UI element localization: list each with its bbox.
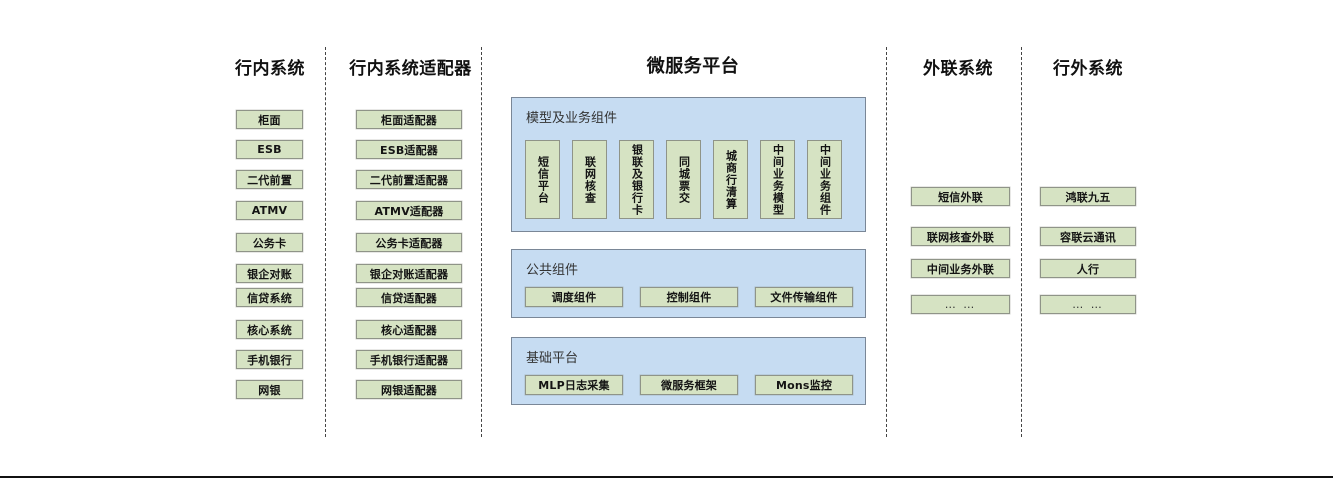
list-item[interactable]: 二代前置 <box>236 170 303 189</box>
list-item[interactable]: … … <box>911 295 1010 314</box>
list-item[interactable]: 短信平台 <box>525 140 560 219</box>
list-item[interactable]: 核心系统 <box>236 320 303 339</box>
panel-base-platform: 基础平台 MLP日志采集 微服务框架 Mons监控 <box>511 337 866 405</box>
list-item-label: 短信平台 <box>536 155 550 204</box>
list-item[interactable]: 公务卡适配器 <box>356 233 462 252</box>
list-item[interactable]: 微服务框架 <box>640 375 738 395</box>
list-item[interactable]: 柜面适配器 <box>356 110 462 129</box>
list-item[interactable]: 调度组件 <box>525 287 623 307</box>
panel-title: 模型及业务组件 <box>526 111 618 126</box>
list-item-label: 联网核查 <box>583 155 597 204</box>
list-item-label: 同城票交 <box>677 155 691 204</box>
list-item-label: 城商行清算 <box>724 149 738 210</box>
list-item[interactable]: 柜面 <box>236 110 303 129</box>
column-title-internal-systems: 行内系统 <box>235 59 305 79</box>
list-item[interactable]: 联网核查外联 <box>911 227 1010 246</box>
list-item[interactable]: 同城票交 <box>666 140 701 219</box>
page-bottom-divider <box>0 476 1333 478</box>
list-item[interactable]: 容联云通讯 <box>1040 227 1136 246</box>
list-item[interactable]: 中间业务模型 <box>760 140 795 219</box>
list-item[interactable]: 信贷适配器 <box>356 288 462 307</box>
column-title-internal-system-adapters: 行内系统适配器 <box>349 59 472 79</box>
list-item-label: 银联及银行卡 <box>630 143 644 216</box>
panel-public-components: 公共组件 调度组件 控制组件 文件传输组件 <box>511 249 866 318</box>
column-title-microservice-platform: 微服务平台 <box>646 56 740 77</box>
list-item[interactable]: 控制组件 <box>640 287 738 307</box>
list-item[interactable]: 手机银行 <box>236 350 303 369</box>
list-item[interactable]: Mons监控 <box>755 375 853 395</box>
list-item[interactable]: 网银 <box>236 380 303 399</box>
list-item[interactable]: 中间业务组件 <box>807 140 842 219</box>
list-item[interactable]: 文件传输组件 <box>755 287 853 307</box>
list-item[interactable]: ESB适配器 <box>356 140 462 159</box>
list-item[interactable]: 鸿联九五 <box>1040 187 1136 206</box>
list-item[interactable]: MLP日志采集 <box>525 375 623 395</box>
list-item[interactable]: 短信外联 <box>911 187 1010 206</box>
list-item[interactable]: 联网核查 <box>572 140 607 219</box>
list-item[interactable]: 公务卡 <box>236 233 303 252</box>
list-item[interactable]: 信贷系统 <box>236 288 303 307</box>
list-item-label: 中间业务组件 <box>818 143 832 216</box>
list-item[interactable]: ATMV <box>236 201 303 220</box>
column-title-external-link-systems: 外联系统 <box>923 59 993 79</box>
list-item-label: 中间业务模型 <box>771 143 785 216</box>
column-title-outside-bank-systems: 行外系统 <box>1053 59 1123 79</box>
panel-title: 基础平台 <box>526 351 579 366</box>
list-item[interactable]: 银联及银行卡 <box>619 140 654 219</box>
column-separator-1 <box>325 47 326 437</box>
column-separator-4 <box>1021 47 1022 437</box>
list-item[interactable]: 手机银行适配器 <box>356 350 462 369</box>
list-item[interactable]: 二代前置适配器 <box>356 170 462 189</box>
panel-title: 公共组件 <box>526 263 579 278</box>
list-item[interactable]: 银企对账适配器 <box>356 264 462 283</box>
list-item[interactable]: 中间业务外联 <box>911 259 1010 278</box>
column-separator-2 <box>481 47 482 437</box>
column-separator-3 <box>886 47 887 437</box>
list-item[interactable]: 人行 <box>1040 259 1136 278</box>
list-item[interactable]: 网银适配器 <box>356 380 462 399</box>
list-item[interactable]: … … <box>1040 295 1136 314</box>
list-item[interactable]: ESB <box>236 140 303 159</box>
panel-model-and-business-components: 模型及业务组件 短信平台 联网核查 银联及银行卡 同城票交 城商行清算 中间业务… <box>511 97 866 232</box>
list-item[interactable]: 核心适配器 <box>356 320 462 339</box>
list-item[interactable]: 城商行清算 <box>713 140 748 219</box>
list-item[interactable]: 银企对账 <box>236 264 303 283</box>
list-item[interactable]: ATMV适配器 <box>356 201 462 220</box>
